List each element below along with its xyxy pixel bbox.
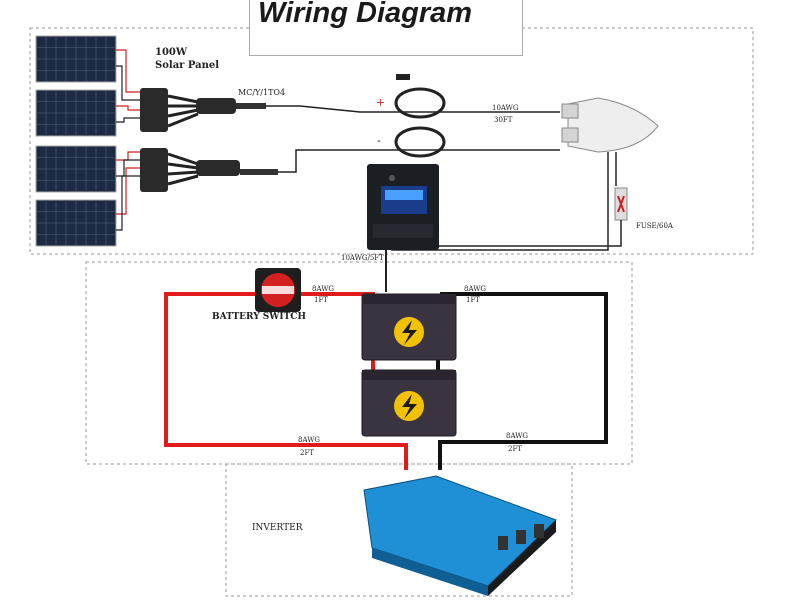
switch-cable-length-label: 1FT xyxy=(314,296,328,304)
pv-cable-length-label: 30FT xyxy=(494,116,513,124)
panel-leads xyxy=(116,49,140,231)
solar-panel-array xyxy=(35,35,117,247)
pv-cable xyxy=(266,105,560,173)
solar-panel-4 xyxy=(35,199,117,247)
battery-1 xyxy=(361,293,457,361)
pv-cable-coil-negative xyxy=(394,126,446,158)
battery-cable-length-label: 1FT xyxy=(466,296,480,304)
charge-controller xyxy=(367,164,439,250)
inverter-negative-gauge-label: 8AWG xyxy=(506,432,529,440)
inverter-positive-gauge-label: 8AWG xyxy=(298,436,321,444)
negative-battery-wiring xyxy=(436,292,608,470)
switch-cable-gauge-label: 8AWG xyxy=(312,285,335,293)
mc4-branch-connector-negative xyxy=(140,148,278,192)
solar-panel-1 xyxy=(35,35,117,83)
pv-cable-coil-positive xyxy=(394,74,446,119)
title-box xyxy=(249,0,523,56)
battery-cable-gauge-label: 8AWG xyxy=(464,285,487,293)
battery-switch-label: BATTERY SWITCH xyxy=(212,312,306,322)
battery-2 xyxy=(361,369,457,437)
inverter xyxy=(363,475,557,596)
negative-sign: - xyxy=(377,134,381,147)
inverter-negative-length-label: 2FT xyxy=(508,445,522,453)
fuse-label: FUSE/60A xyxy=(636,222,673,230)
cable-entry-gland xyxy=(561,97,659,186)
inverter-section-outline xyxy=(225,463,573,597)
solar-panel-2 xyxy=(35,89,117,137)
inverter-positive-length-label: 2FT xyxy=(300,449,314,457)
controller-cable-label: 10AWG/5FT xyxy=(341,254,384,262)
mc4-branch-connector-positive xyxy=(140,88,266,132)
battery-switch xyxy=(255,268,301,312)
branch-connector-label: MC/Y/1TO4 xyxy=(238,88,286,97)
pv-cable-gauge-label: 10AWG xyxy=(492,104,519,112)
inverter-label: INVERTER xyxy=(252,523,303,533)
positive-sign: + xyxy=(376,96,386,109)
solar-panel-3 xyxy=(35,145,117,193)
diagram-title: Wiring Diagram xyxy=(258,0,473,29)
solar-panel-label-wattage: 100W xyxy=(155,47,188,58)
solar-panel-label-name: Solar Panel xyxy=(155,60,220,71)
